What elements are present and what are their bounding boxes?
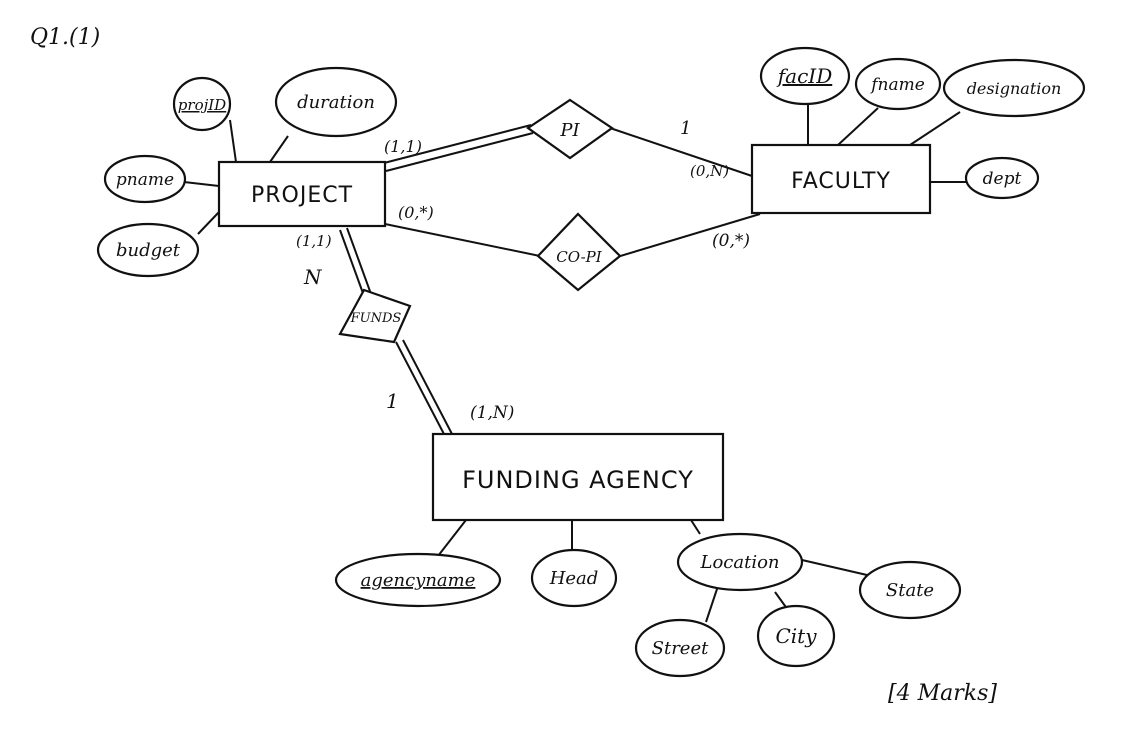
attribute-duration-label: duration (297, 92, 375, 113)
relationship-co-pi: CO-PI (536, 212, 622, 292)
entity-faculty-label: FACULTY (791, 169, 891, 194)
attribute-location-label: Location (699, 552, 779, 573)
attribute-duration: duration (274, 66, 398, 138)
attribute-fname: fname (854, 57, 942, 111)
attribute-facid-label: facID (776, 64, 832, 88)
relationship-funds-label: FUNDS (350, 311, 402, 326)
cardinality-project-funds: (1,1) (296, 232, 332, 250)
attribute-city: City (756, 604, 836, 668)
cardinality-project-copi: (0,*) (398, 203, 434, 222)
attribute-budget-label: budget (116, 240, 181, 261)
entity-funding-agency: FUNDING AGENCY (431, 432, 725, 522)
cardinality-agency-funds: (1,N) (470, 403, 514, 423)
attribute-fname-label: fname (869, 75, 925, 95)
ratio-funds-agency: 1 (386, 389, 399, 413)
cardinality-faculty-pi: (0,N) (690, 162, 729, 180)
attribute-facid: facID (759, 46, 851, 106)
relationship-pi: PI (526, 98, 614, 160)
attribute-state: State (858, 560, 962, 620)
cardinality-project-pi: (1,1) (384, 137, 422, 156)
attribute-head-label: Head (549, 568, 599, 589)
ratio-project-funds: N (303, 265, 323, 289)
marks-label: [4 Marks] (888, 681, 997, 706)
attribute-designation-label: designation (967, 79, 1062, 98)
attribute-projid-label: projID (178, 96, 226, 114)
attribute-state-label: State (886, 580, 934, 601)
attribute-pname: pname (103, 154, 187, 204)
attribute-designation: designation (942, 58, 1086, 118)
attribute-dept: dept (964, 156, 1040, 200)
question-label: Q1.(1) (30, 25, 100, 50)
attribute-pname-label: pname (116, 170, 174, 190)
attribute-budget: budget (96, 222, 200, 278)
entity-project-label: PROJECT (251, 183, 353, 208)
attribute-city-label: City (775, 624, 817, 648)
attribute-location: Location (676, 532, 804, 592)
relationship-pi-label: PI (559, 120, 580, 141)
ratio-pi-faculty: 1 (680, 118, 691, 139)
relationship-co-pi-label: CO-PI (556, 248, 602, 266)
attribute-agencyname: agencyname (334, 552, 502, 608)
attribute-street: Street (634, 618, 726, 678)
attribute-dept-label: dept (983, 169, 1022, 189)
cardinality-faculty-copi: (0,*) (712, 231, 750, 251)
attribute-agencyname-label: agencyname (361, 570, 476, 591)
attribute-street-label: Street (652, 638, 709, 659)
entity-funding-agency-label: FUNDING AGENCY (462, 466, 694, 494)
attribute-head: Head (530, 548, 618, 608)
entity-project: PROJECT (217, 160, 387, 228)
relationship-funds: FUNDS (338, 288, 412, 344)
entity-faculty: FACULTY (750, 143, 932, 215)
attribute-projid: projID (172, 76, 232, 132)
